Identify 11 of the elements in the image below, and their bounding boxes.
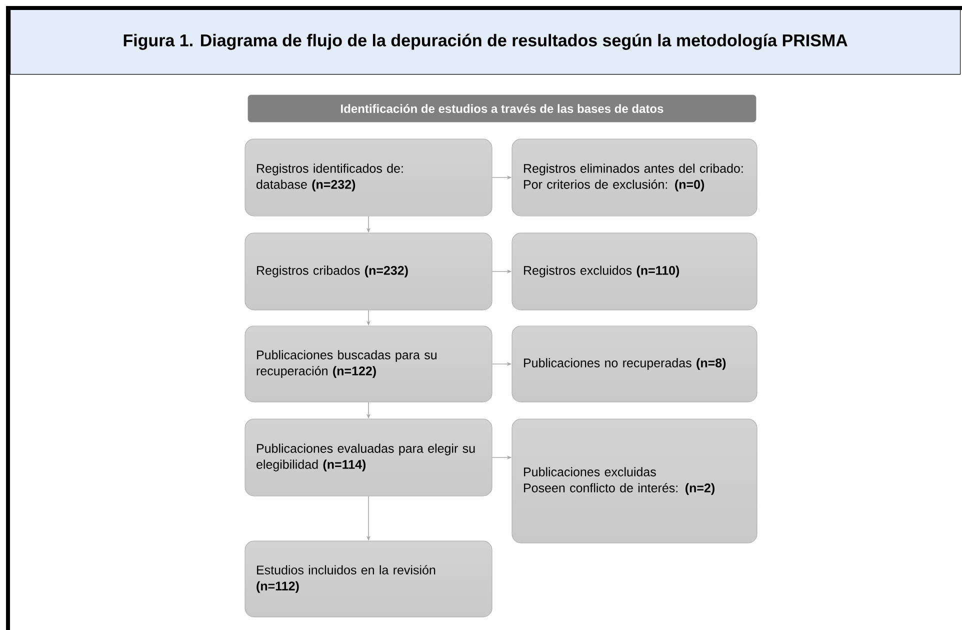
process-box: Publicaciones excluidas Poseen conflicto de interés: (n=2): [512, 418, 758, 544]
process-box: Registros eliminados antes del cribado: Por criterios de exclusión: (n=0): [512, 138, 758, 216]
title-banner: Figura 1. Diagrama de flujo de la depuración de resultados según la metodología PRISMA: [10, 9, 961, 75]
process-box: Registros excluidos (n=110): [512, 232, 758, 310]
process-box: Estudios incluidos en la revisión (n=112): [244, 540, 492, 618]
process-box: Registros identificados de: database (n=232): [244, 138, 492, 216]
header-bar: Identificación de estudios a través de las bases de datos: [248, 94, 756, 122]
process-box: Publicaciones buscadas para su recuperación (n=122): [244, 326, 492, 402]
process-box: Registros cribados (n=232): [244, 232, 492, 310]
process-box: Publicaciones evaluadas para elegir su elegibilidad (n=114): [244, 418, 492, 496]
process-box: Publicaciones no recuperadas (n=8): [512, 326, 758, 402]
